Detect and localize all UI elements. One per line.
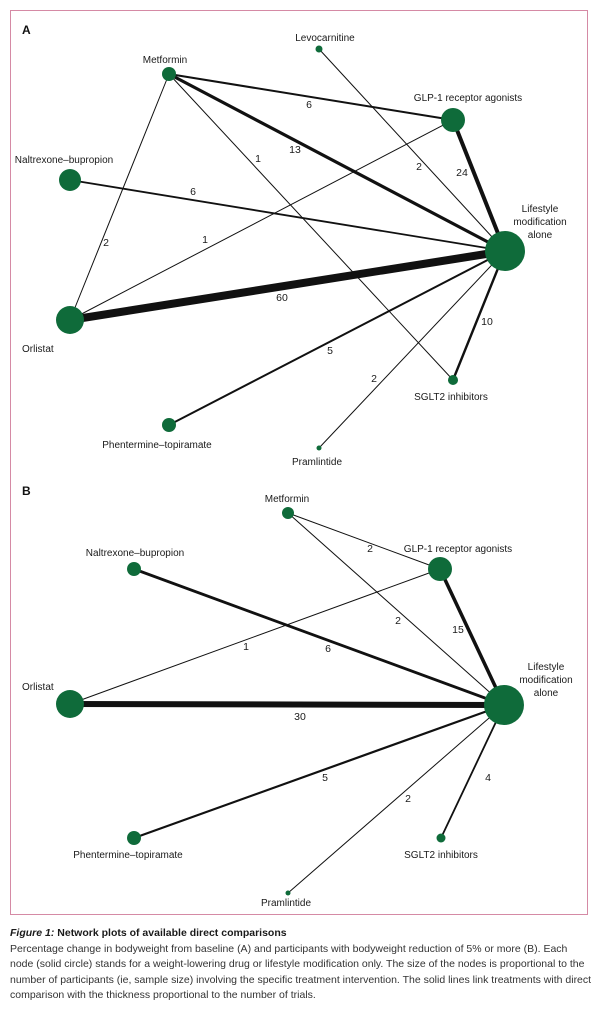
panel-a-edge-phentermine-lifestyle — [168, 250, 506, 426]
panel-a-edges — [66, 48, 509, 449]
panel-a-edge-label-lifestyle-sglt2: 10 — [481, 316, 493, 328]
figure-caption: Figure 1: Network plots of available dir… — [10, 926, 592, 1004]
panel-a-edge-label-naltrexone-lifestyle: 6 — [190, 186, 196, 198]
caption-figure-label: Figure 1: — [10, 927, 55, 939]
panel-a-node-sglt2 — [448, 375, 458, 385]
panel-a-edge-labels: 6 13 1 2 2 24 1 6 60 10 5 2 — [103, 99, 493, 385]
panel-a-node-label-metformin: Metformin — [143, 55, 187, 66]
panel-a-node-label-sglt2: SGLT2 inhibitors — [414, 392, 488, 403]
panel-a-edge-label-levocarnitine-lifestyle: 2 — [416, 161, 422, 173]
caption-body: Percentage change in bodyweight from bas… — [10, 942, 592, 1002]
panel-b-node-lifestyle — [484, 685, 524, 725]
panel-a-edge-metformin-sglt2 — [168, 73, 454, 381]
panel-b-edge-label-metformin-lifestyle: 2 — [395, 615, 401, 627]
panel-a-edge-label-phentermine-lifestyle: 5 — [327, 345, 333, 357]
panel-b-node-label-orlistat: Orlistat — [22, 682, 54, 693]
panel-b-label: B — [22, 484, 31, 498]
panel-b-node-label-sglt2: SGLT2 inhibitors — [404, 850, 478, 861]
panel-a-edge-label-metformin-glp1: 6 — [306, 99, 312, 111]
panel-b-edge-naltrexone-lifestyle — [132, 567, 506, 707]
panel-b-edge-labels: 2 2 15 1 6 30 5 2 4 — [243, 543, 491, 805]
panel-b-edge-label-naltrexone-lifestyle: 6 — [325, 643, 331, 655]
panel-a-edge-metformin-orlistat — [69, 73, 170, 321]
panel-a-node-label-pramlintide: Pramlintide — [292, 457, 342, 468]
panel-b-edge-glp1-lifestyle — [438, 567, 506, 707]
panel-b-edge-glp1-orlistat — [69, 568, 441, 705]
panel-a-edge-label-orlistat-lifestyle: 60 — [276, 292, 288, 304]
panel-b-edge-label-glp1-orlistat: 1 — [243, 641, 249, 653]
panel-a-edge-orlistat-lifestyle — [66, 247, 509, 324]
caption-title-line: Figure 1: Network plots of available dir… — [10, 926, 592, 942]
panel-a-node-label-orlistat: Orlistat — [22, 344, 54, 355]
panel-b-edges — [67, 512, 507, 894]
panel-b-edge-label-metformin-glp1: 2 — [367, 543, 373, 555]
panel-a-edge-levocarnitine-lifestyle — [318, 48, 506, 252]
panel-b-edge-metformin-glp1 — [287, 512, 441, 570]
panel-a-node-metformin — [162, 67, 176, 81]
panel-a-edge-label-glp1-orlistat: 1 — [202, 234, 208, 246]
panel-a-node-naltrexone — [59, 169, 81, 191]
panel-b-edge-metformin-lifestyle — [287, 512, 505, 706]
panel-a-edge-glp1-orlistat — [69, 119, 454, 321]
panel-a-node-glp1 — [441, 108, 465, 132]
panel-b-node-label-glp1: GLP-1 receptor agonists — [404, 544, 512, 555]
panel-b-node-phentermine — [127, 831, 141, 845]
panel-b-node-pramlintide — [285, 890, 291, 896]
panel-a-edge-naltrexone-lifestyle — [69, 179, 506, 252]
panel-a-nodes — [56, 45, 525, 451]
panel-a-edge-lifestyle-sglt2 — [451, 249, 507, 382]
panel-a-node-label-naltrexone: Naltrexone–bupropion — [15, 155, 113, 166]
panel-a-edge-glp1-lifestyle — [451, 118, 507, 253]
panel-a-node-label-levocarnitine: Levocarnitine — [295, 33, 355, 44]
panel-a: 6 13 1 2 2 24 1 6 60 10 5 2 Metformin LevocarnitineG… — [15, 23, 567, 468]
panel-b-edge-label-sglt2-lifestyle: 4 — [485, 772, 491, 784]
panel-a-edge-label-metformin-sglt2: 1 — [255, 153, 261, 165]
panel-b-nodes — [56, 507, 524, 896]
panel-a-node-lifestyle — [485, 231, 525, 271]
panel-b-node-label-metformin: Metformin — [265, 494, 309, 505]
caption-heading: Figure 1: Network plots of available dir… — [10, 927, 287, 939]
panel-b-node-glp1 — [428, 557, 452, 581]
panel-a-edge-metformin-lifestyle — [167, 72, 507, 253]
panel-a-node-levocarnitine — [315, 45, 323, 53]
panel-b-node-naltrexone — [127, 562, 141, 576]
panel-b-node-sglt2 — [436, 833, 446, 843]
panel-a-edge-label-glp1-lifestyle: 24 — [456, 167, 468, 179]
panel-b-node-metformin — [282, 507, 294, 519]
panel-b-node-label-naltrexone: Naltrexone–bupropion — [86, 548, 184, 559]
panel-b-edge-label-glp1-lifestyle: 15 — [452, 624, 464, 636]
panel-b-node-label-phentermine: Phentermine–topiramate — [73, 850, 183, 861]
panel-b-node-label-pramlintide: Pramlintide — [261, 898, 311, 909]
panel-a-node-label-glp1: GLP-1 receptor agonists — [414, 93, 522, 104]
panel-a-node-orlistat — [56, 306, 84, 334]
panel-b-edge-phentermine-lifestyle — [132, 703, 506, 840]
panel-b-edge-sglt2-lifestyle — [440, 704, 505, 839]
panel-b-edge-label-pramlintide-lifestyle: 2 — [405, 793, 411, 805]
panel-a-label: A — [22, 23, 31, 37]
panel-b-edge-pramlintide-lifestyle — [287, 704, 505, 894]
panel-a-edge-label-pramlintide-lifestyle: 2 — [371, 373, 377, 385]
caption-title: Network plots of available direct compar… — [57, 927, 287, 939]
panel-a-edge-pramlintide-lifestyle — [318, 250, 506, 449]
panel-b-node-orlistat — [56, 690, 84, 718]
panel-a-edge-metformin-glp1 — [168, 73, 454, 121]
panel-b-edge-orlistat-lifestyle — [67, 701, 507, 708]
panel-a-node-pramlintide — [316, 445, 322, 451]
panel-a-node-phentermine — [162, 418, 176, 432]
panel-a-edge-label-metformin-lifestyle: 13 — [289, 144, 301, 156]
figure-frame — [10, 10, 588, 915]
panel-b-edge-label-orlistat-lifestyle: 30 — [294, 711, 306, 723]
panel-a-node-label-phentermine: Phentermine–topiramate — [102, 440, 212, 451]
panel-a-edge-label-metformin-orlistat: 2 — [103, 237, 109, 249]
panel-b-edge-label-phentermine-lifestyle: 5 — [322, 772, 328, 784]
